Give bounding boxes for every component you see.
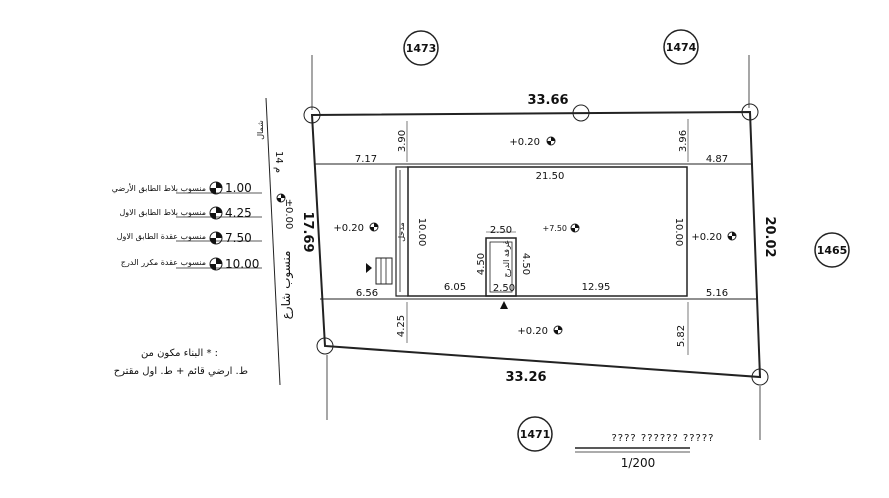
elevation-top: +0.20	[509, 137, 540, 148]
entrance-steps	[375, 257, 393, 285]
legend-text: منسوب عقدة مكرر الدرج	[121, 258, 206, 267]
plot-circle	[403, 30, 439, 66]
dim-bottom-right-width: 12.95	[582, 282, 611, 293]
dim-stair-width-top: 2.50	[490, 225, 512, 236]
level-marker-icon	[209, 181, 223, 195]
elevation-bottom: +0.20	[517, 326, 548, 337]
plot-circle	[663, 29, 699, 65]
corner-marker	[751, 368, 769, 386]
level-marker-icon	[546, 136, 556, 146]
stair-room	[485, 237, 517, 297]
dim-bottom-setback-left: 4.25	[396, 315, 407, 337]
scale-ratio: 1/200	[621, 456, 656, 470]
level-marker-icon	[369, 222, 379, 232]
plot-number-north-left: 1473	[406, 42, 437, 55]
legend-value: 4.25	[225, 206, 252, 220]
dim-bottom-setback-right: 5.82	[676, 325, 687, 347]
plot-circle	[814, 232, 850, 268]
legend-text: منسوب بلاط الطابق الأرضي	[112, 183, 206, 193]
corner-marker	[741, 103, 759, 121]
legend: 1.00 4.25 7.50 10.00 منسوب بلاط الطابق ا…	[112, 181, 262, 271]
level-marker-icon	[209, 206, 223, 220]
north-label: شمال	[256, 120, 265, 140]
legend-value: 7.50	[225, 231, 252, 245]
plot-boundary	[310, 110, 762, 379]
dim-bottom-mid-width: 6.05	[444, 282, 466, 293]
level-marker-icon	[209, 257, 223, 271]
corner-marker	[303, 106, 321, 124]
boundary-right: 20.02	[762, 216, 777, 257]
elevation-center: +7.50	[542, 224, 567, 233]
stair-arrow-icon	[500, 301, 508, 309]
entrance-label: مدخل	[397, 222, 406, 242]
street-edge-line	[265, 97, 281, 386]
scale-title: ???? ?????? ?????	[612, 433, 715, 444]
boundary-left: 17.69	[300, 211, 315, 252]
plot-circle	[517, 416, 553, 452]
dim-right-setback: 4.87	[706, 154, 728, 165]
entrance-outline	[395, 166, 408, 297]
street-width-label: 14 م	[273, 151, 284, 173]
street-level-label: منسوب شارع	[279, 251, 294, 320]
elevation-right: +0.20	[691, 232, 722, 243]
street-level-value: ±0.00	[283, 199, 294, 230]
dim-building-width: 21.50	[536, 171, 565, 182]
plot-number-north-right: 1474	[666, 41, 697, 54]
building-outline	[407, 166, 688, 297]
dim-stair-depth-left: 4.50	[476, 253, 487, 275]
legend-text: منسوب عقدة الطابق الاول	[117, 232, 206, 241]
dim-bottom-right-setback: 5.16	[706, 288, 728, 299]
boundary-bottom: 33.26	[505, 370, 546, 385]
dim-bottom-left-width: 6.56	[356, 288, 378, 299]
legend-value: 10.00	[225, 257, 259, 271]
stair-room-inner	[489, 241, 513, 293]
level-marker-icon	[276, 193, 286, 203]
level-marker-icon	[553, 325, 563, 335]
level-marker-icon	[209, 231, 223, 245]
plot-number-east: 1465	[817, 244, 848, 257]
dim-stair-width-bottom: 2.50	[493, 283, 515, 294]
dim-top-setback-right: 3.96	[678, 130, 689, 152]
elevation-left: +0.20	[333, 223, 364, 234]
legend-value: 1.00	[225, 181, 252, 195]
corner-marker	[572, 104, 590, 122]
note-line-1: البناء مكون من * :	[141, 348, 218, 359]
dim-building-depth-right: 10.00	[673, 218, 684, 247]
dim-building-depth-left: 10.00	[416, 218, 427, 247]
boundary-top: 33.66	[527, 93, 568, 108]
legend-text: منسوب بلاط الطابق الاول	[119, 208, 206, 217]
dim-left-setback: 7.17	[355, 154, 377, 165]
corner-marker	[316, 337, 334, 355]
level-marker-icon	[727, 231, 737, 241]
entrance-arrow-icon	[366, 263, 372, 273]
note-line-2: ط. ارضي قائم + ط. اول مقترح	[114, 366, 248, 377]
level-marker-icon	[570, 223, 580, 233]
stair-room-label: غرفة الدرج	[502, 240, 511, 277]
plot-number-south: 1471	[520, 428, 551, 441]
dim-top-setback-left: 3.90	[397, 130, 408, 152]
dim-stair-depth-right: 4.50	[520, 253, 531, 275]
